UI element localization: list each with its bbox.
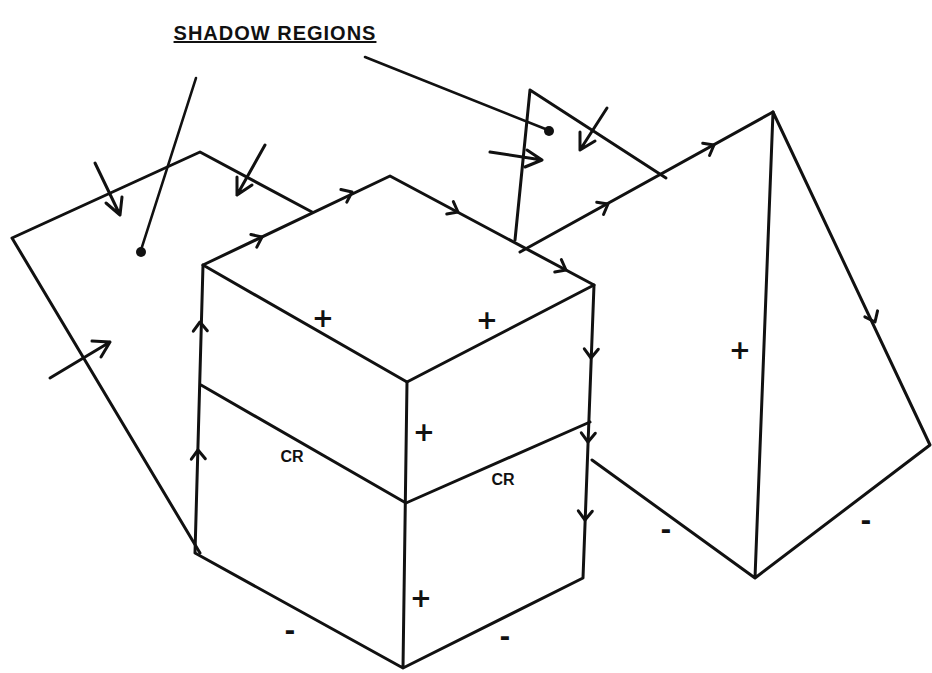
sign-mark: - xyxy=(285,618,296,644)
chevron xyxy=(341,186,355,202)
leader-line xyxy=(141,78,196,250)
chevron xyxy=(578,511,592,520)
edge-label: CR xyxy=(491,472,514,488)
sign-mark: - xyxy=(861,508,872,534)
chevron xyxy=(703,139,718,156)
sign-mark: + xyxy=(729,337,751,363)
chevron xyxy=(597,198,612,215)
edge-chevrons xyxy=(191,139,881,520)
leader-line xyxy=(365,57,548,130)
crack-line xyxy=(201,385,590,503)
edge-label: CR xyxy=(280,449,303,465)
sign-mark: + xyxy=(413,419,435,445)
chevron xyxy=(193,322,207,331)
leader-dot xyxy=(136,247,146,257)
sign-mark: + xyxy=(476,307,498,333)
chevron xyxy=(865,311,881,325)
shadow-arrow xyxy=(490,150,542,167)
shadow-edge xyxy=(520,112,773,252)
shadow-arrow xyxy=(580,108,607,150)
shadow-arrow xyxy=(237,145,265,195)
chevron xyxy=(251,231,265,247)
sign-mark: - xyxy=(500,624,511,650)
shadow-arrow xyxy=(95,163,122,215)
sign-mark: + xyxy=(410,585,432,611)
chevron xyxy=(555,260,570,277)
chevron xyxy=(584,349,598,358)
pyramid xyxy=(592,112,930,578)
left-shadow-plane xyxy=(12,152,312,553)
sign-mark: + xyxy=(312,305,334,331)
chevron xyxy=(447,202,462,219)
cube-sides xyxy=(195,265,594,668)
callout-heading: SHADOW REGIONS xyxy=(174,23,377,43)
leader-dots xyxy=(136,126,554,257)
chevron xyxy=(191,450,205,459)
back-shadow-plane xyxy=(515,90,666,240)
shadow-arrow xyxy=(50,341,110,378)
leader-dot xyxy=(544,126,554,136)
chevron xyxy=(581,433,595,442)
sign-mark: - xyxy=(661,517,672,543)
cube-top xyxy=(203,176,594,382)
